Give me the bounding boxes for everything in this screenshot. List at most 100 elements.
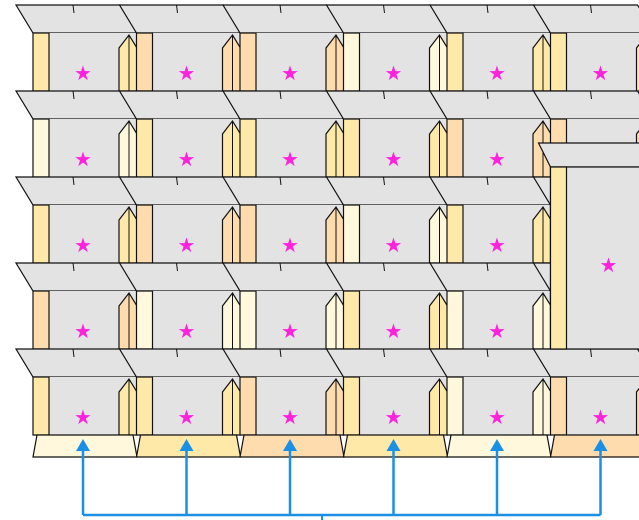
arrow-head [386,439,401,451]
left-pillar [239,118,257,178]
cell-roof [325,90,449,120]
puzzle-cell[interactable]: ★ [14,348,139,436]
puzzle-cell[interactable]: ★ [118,90,242,178]
puzzle-cell[interactable]: ★ [428,4,553,92]
arrow-head [76,439,90,451]
roof-tick [590,348,592,358]
roof-tick [383,176,385,186]
arrow-head [283,439,297,451]
star-icon: ★ [488,319,506,343]
star-icon: ★ [74,405,92,429]
cell-roof [14,176,139,206]
puzzle-cell[interactable]: ★ [118,176,242,264]
star-icon: ★ [178,147,196,171]
right-pillar [221,377,242,436]
right-pillar [325,377,345,436]
puzzle-cell[interactable]: ★ [14,262,139,350]
cell-roof [325,4,449,34]
star-icon: ★ [600,253,618,277]
roof-tick [383,348,385,358]
star-icon: ★ [385,319,403,343]
left-pillar [549,376,568,436]
star-icon: ★ [488,61,506,85]
star-icon: ★ [74,61,92,85]
roof-tick [486,4,489,14]
roof-tick [279,262,282,272]
puzzle-cell[interactable]: ★ [118,262,242,350]
star-icon: ★ [592,405,610,429]
right-pillar [428,377,449,436]
roof-tick [486,348,489,358]
cell-roof [118,90,242,120]
roof-tick [176,176,178,186]
cell-roof [221,4,346,34]
roof-tick [279,90,282,100]
puzzle-cell[interactable]: ★ [221,262,346,350]
star-icon: ★ [385,405,403,429]
star-icon: ★ [178,233,196,257]
roof-tick [383,4,385,14]
roof-tick [486,262,489,272]
roof-tick [590,4,592,14]
puzzle-cell[interactable]: ★ [428,90,553,178]
puzzle-cell[interactable]: ★ [221,90,346,178]
puzzle-cell[interactable]: ★ [221,4,346,92]
star-icon: ★ [281,233,299,257]
arrow-head [593,439,608,451]
star-icon: ★ [281,319,299,343]
puzzle-cell[interactable]: ★ [325,348,449,436]
left-pillar [446,376,464,436]
cell-roof [325,262,449,292]
star-icon: ★ [74,319,92,343]
roof-tick [590,90,592,100]
roof-tick [72,90,75,100]
star-icon: ★ [385,147,403,171]
cell-roof [532,90,639,120]
left-pillar [239,32,257,92]
left-pillar [342,376,361,436]
left-pillar [446,32,464,92]
right-pillar [635,43,639,92]
star-icon: ★ [74,233,92,257]
puzzle-cell[interactable]: ★ [14,176,139,264]
right-pillar [635,387,639,436]
puzzle-cell[interactable]: ★ [428,348,553,436]
puzzle-cell[interactable]: ★ [118,4,242,92]
star-icon: ★ [178,405,196,429]
cell-roof [221,262,346,292]
left-pillar [135,204,154,264]
cell-roof [428,4,553,34]
star-icon: ★ [281,147,299,171]
puzzle-cell[interactable]: ★ [325,176,449,264]
star-icon: ★ [178,61,196,85]
left-pillar [549,32,568,92]
roof-tick [72,348,75,358]
cell-roof [14,348,139,378]
left-pillar [446,290,464,350]
puzzle-cell[interactable]: ★ [325,262,449,350]
puzzle-cell[interactable]: ★ [14,90,139,178]
puzzle-cell[interactable]: ★ [428,262,553,350]
left-pillar [239,376,257,436]
cell-roof [221,90,346,120]
left-pillar [32,376,50,436]
roof-tick [72,176,75,186]
puzzle-cell[interactable]: ★ [221,176,346,264]
puzzle-cell[interactable]: ★ [14,4,139,92]
cell-roof [532,4,639,34]
puzzle-cell[interactable]: ★ [325,90,449,178]
left-pillar [239,290,257,350]
puzzle-cell[interactable]: ★ [118,348,242,436]
arrow-head [490,439,504,451]
puzzle-cell[interactable]: ★ [325,4,449,92]
puzzle-cell[interactable]: ★ [221,348,346,436]
left-pillar [239,204,257,264]
left-pillar [135,118,154,178]
puzzle-cell[interactable]: ★ [428,176,553,264]
puzzle-cell[interactable]: ★ [532,4,639,92]
star-icon: ★ [74,147,92,171]
left-pillar [135,32,154,92]
left-pillar [32,204,50,264]
right-pillar [118,377,138,436]
star-icon: ★ [385,61,403,85]
